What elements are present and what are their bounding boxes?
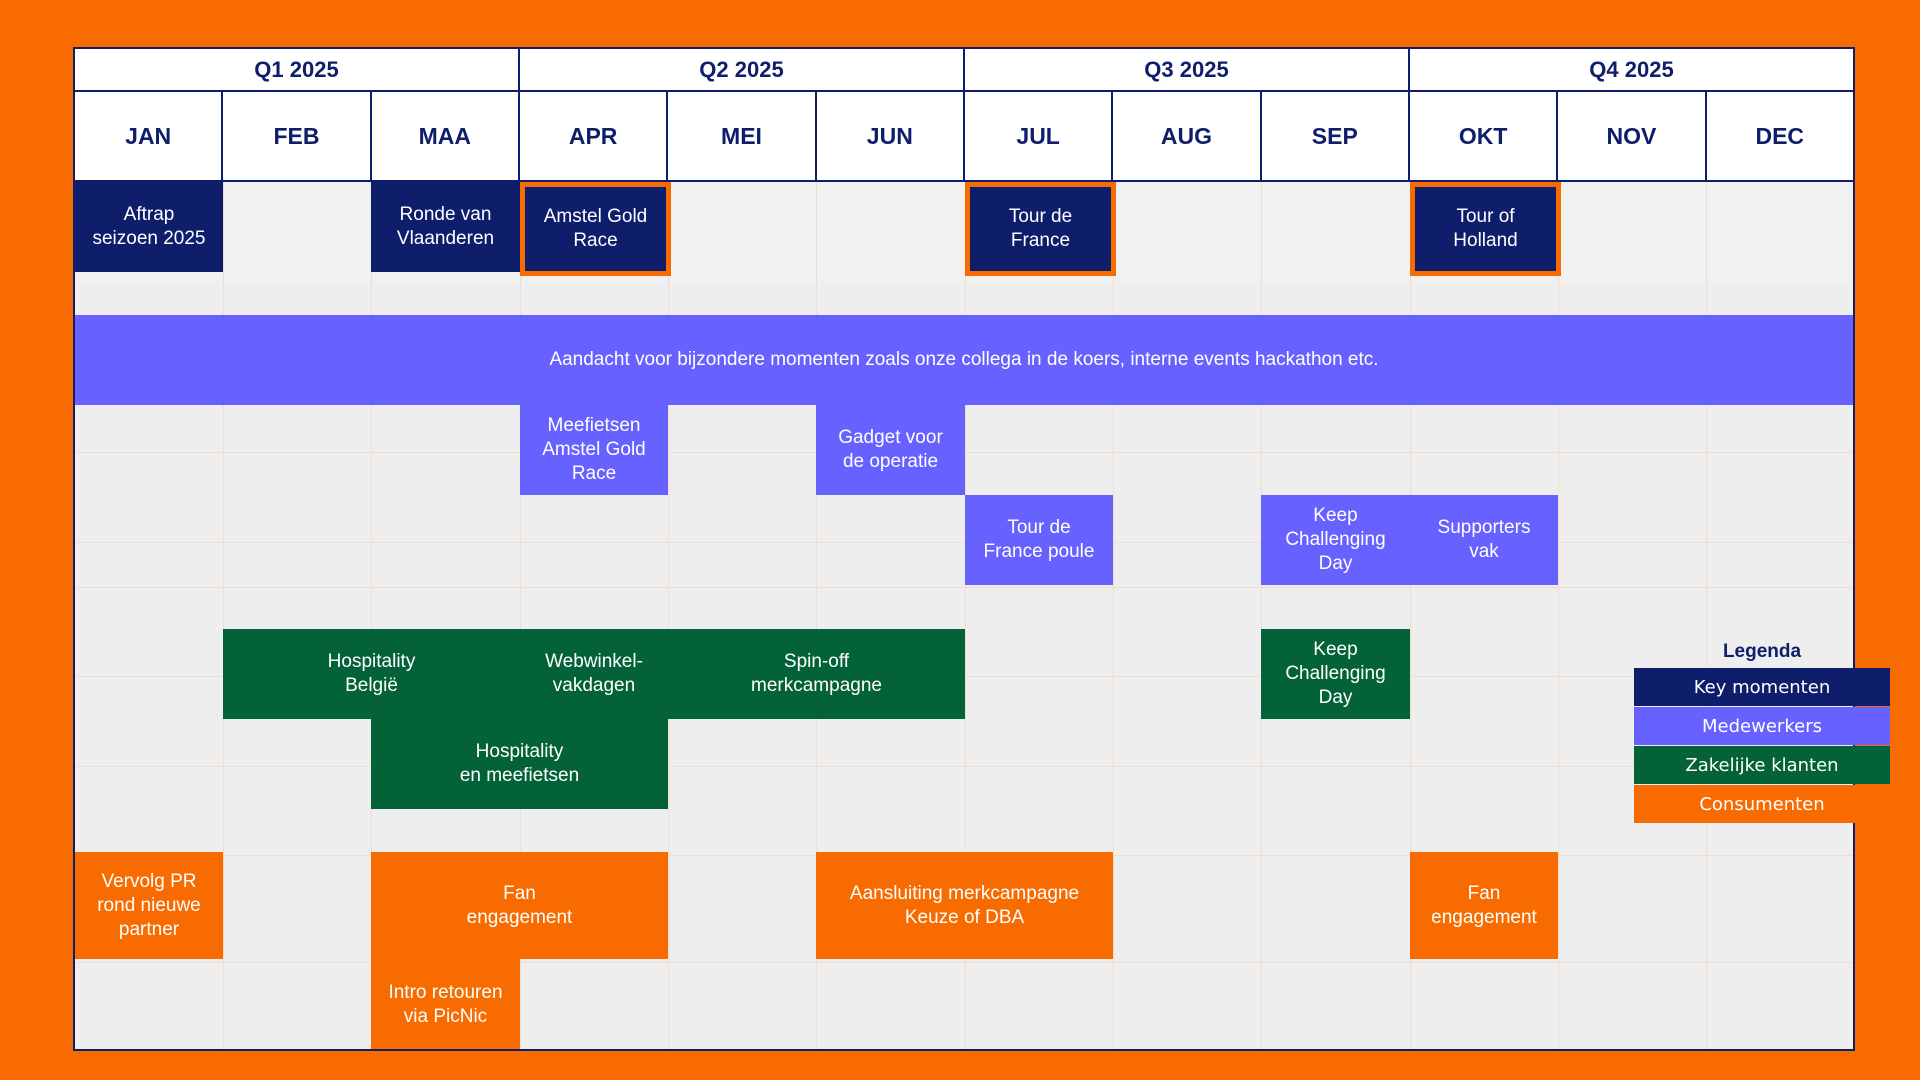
legend-title: Legenda [1722, 641, 1802, 662]
month-jun: JUN [817, 92, 965, 180]
consumenten-fan-engagement-q4[interactable]: Fan engagement [1410, 852, 1558, 959]
zakelijk-spin-off-merkcampagne[interactable]: Spin-off merkcampagne [668, 629, 965, 719]
gridline [816, 182, 817, 1049]
month-aug: AUG [1113, 92, 1262, 180]
gridline [75, 962, 1853, 963]
month-dec: DEC [1755, 122, 1805, 149]
month-jul: JUL [965, 92, 1114, 180]
consumenten-aansluiting-merkcampagne[interactable]: Aansluiting merkcampagne Keuze of DBA [816, 852, 1113, 959]
quarter-q3: Q3 2025 [965, 49, 1410, 90]
consumenten-fan-engagement[interactable]: Fan engagement [371, 852, 668, 959]
quarter-q2: Q2 2025 [520, 49, 965, 90]
medewerkers-banner[interactable]: Aandacht voor bijzondere momenten zoals … [75, 315, 1853, 405]
legend-medewerkers: Medewerkers [1634, 707, 1890, 745]
gridline [668, 182, 669, 1049]
zakelijk-hospitality-belgie[interactable]: Hospitality België [223, 629, 520, 719]
month-apr: APR [520, 92, 669, 180]
medewerkers-tour-de-france-poule[interactable]: Tour de France poule [965, 495, 1113, 585]
quarter-header: Q1 2025 Q2 2025 Q3 2025 Q4 2025 [75, 49, 1853, 92]
consumenten-vervolg-pr[interactable]: Vervolg PR rond nieuwe partner [75, 852, 223, 959]
month-maa: MAA [372, 92, 520, 180]
quarter-q4: Q4 2025 [1589, 56, 1674, 82]
month-feb: FEB [223, 92, 372, 180]
gridline [75, 542, 1853, 543]
gridline [1558, 182, 1559, 1049]
medewerkers-supporters-vak[interactable]: Supporters vak [1410, 495, 1558, 585]
legend-key-momenten: Key momenten [1634, 668, 1890, 706]
gridline [75, 587, 1853, 588]
gridline [1410, 182, 1411, 1049]
key-moment-tour-de-france[interactable]: Tour de France [965, 182, 1116, 276]
zakelijk-hospitality-meefietsen[interactable]: Hospitality en meefietsen [371, 719, 668, 809]
gridline [1261, 182, 1262, 1049]
gridline [75, 766, 1853, 767]
key-moment-ronde-van-vlaanderen[interactable]: Ronde van Vlaanderen [371, 182, 520, 272]
key-moment-aftrap[interactable]: Aftrap seizoen 2025 [75, 182, 223, 272]
gridline [1113, 182, 1114, 1049]
gridline [223, 182, 224, 1049]
month-jan: JAN [75, 92, 224, 180]
legend-consumenten: Consumenten [1634, 785, 1890, 823]
legend-zakelijke-klanten: Zakelijke klanten [1634, 746, 1890, 784]
key-moment-tour-of-holland[interactable]: Tour of Holland [1410, 182, 1561, 276]
month-mei: MEI [668, 92, 817, 180]
legend: Legenda Key momenten Medewerkers Zakelij… [1634, 636, 1890, 824]
medewerkers-keep-challenging-day[interactable]: Keep Challenging Day [1261, 495, 1410, 585]
lane-key [75, 182, 1853, 282]
medewerkers-gadget-operatie[interactable]: Gadget voor de operatie [816, 405, 965, 495]
gridline [520, 182, 521, 1049]
month-nov: NOV [1558, 92, 1707, 180]
gridline [371, 182, 372, 1049]
month-sep: SEP [1262, 92, 1410, 180]
gridline [965, 182, 966, 1049]
month-okt: OKT [1410, 92, 1559, 180]
medewerkers-meefietsen-amstel[interactable]: Meefietsen Amstel Gold Race [520, 405, 668, 495]
zakelijk-webwinkel-vakdagen[interactable]: Webwinkel- vakdagen [520, 629, 668, 719]
gridline [1706, 182, 1707, 1049]
consumenten-intro-retouren[interactable]: Intro retouren via PicNic [371, 959, 520, 1049]
key-moment-amstel-gold-race[interactable]: Amstel Gold Race [520, 182, 671, 276]
quarter-q1: Q1 2025 [75, 49, 520, 90]
zakelijk-keep-challenging-day[interactable]: Keep Challenging Day [1261, 629, 1410, 719]
roadmap-board: Q1 2025 Q2 2025 Q3 2025 Q4 2025 JAN FEB … [73, 47, 1855, 1051]
month-header: JAN FEB MAA APR MEI JUN JUL AUG SEP OKT … [75, 92, 1853, 182]
